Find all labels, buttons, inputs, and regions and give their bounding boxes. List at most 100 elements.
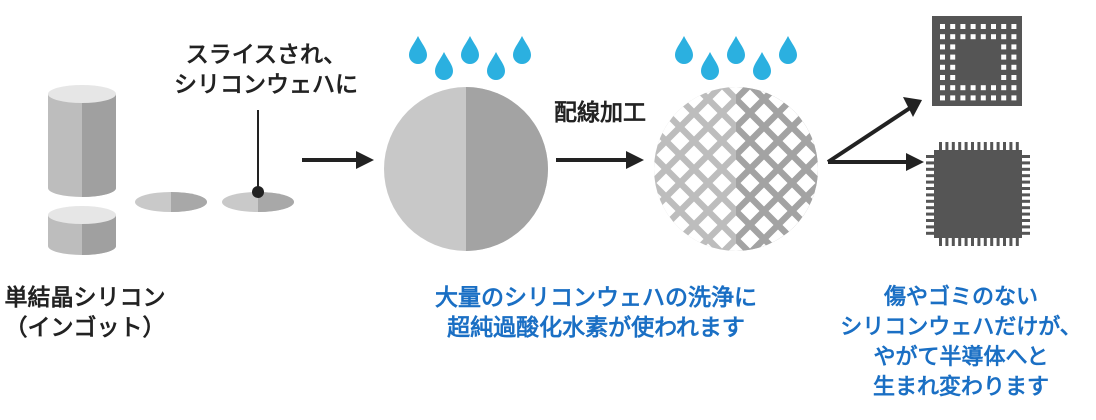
die-pad [991, 24, 996, 29]
wafer-die [654, 87, 662, 95]
chip-pin [926, 167, 936, 171]
wafer-die [782, 87, 802, 95]
chip-pin [926, 231, 936, 235]
wafer-die [698, 159, 718, 179]
chip-pin [1015, 236, 1019, 246]
wafer-die [726, 187, 746, 207]
wafer-die [726, 87, 746, 95]
ingot-icon [48, 85, 116, 255]
wafer-die [712, 117, 732, 137]
wafer-die [825, 202, 844, 221]
die-pad [950, 44, 956, 50]
wafer-die [796, 173, 816, 193]
wafer-die [825, 90, 844, 109]
wafer-die [727, 20, 746, 39]
wafer-die [825, 174, 844, 193]
ingot-label: 単結晶シリコン （インゴット） [4, 285, 166, 341]
wafer-die [726, 243, 746, 251]
wafer-die [839, 216, 858, 235]
wafer-die [587, 160, 606, 179]
wafer-die [825, 118, 844, 137]
wafer-die [740, 145, 760, 165]
wafer-die [839, 188, 858, 207]
die-pad [940, 54, 945, 60]
chip-pin [1020, 167, 1030, 171]
chip-pin [926, 180, 936, 184]
wafer-die [601, 174, 620, 193]
wafer-die [615, 216, 634, 235]
wafer-die [782, 131, 802, 151]
chip-pin [939, 142, 942, 152]
wafer-die [741, 6, 760, 25]
chip-pin [964, 236, 968, 246]
wafer-die [670, 187, 690, 207]
chip-pin [983, 142, 987, 152]
wafer-die [684, 173, 704, 193]
wafer-die [782, 187, 802, 207]
wiring-label: 配線加工 [554, 100, 646, 126]
wafer-die [867, 188, 886, 207]
chip-pin [1020, 193, 1030, 197]
die-pad [950, 24, 956, 29]
chip-pin [926, 206, 936, 210]
die-pad [940, 34, 945, 40]
die-pad [1011, 24, 1017, 29]
wafer-icon [384, 87, 548, 251]
wafer-die [768, 173, 788, 193]
wafer-die [727, 0, 746, 11]
die-pad [1001, 34, 1007, 40]
wafer-die [684, 145, 704, 165]
die-pad [980, 24, 986, 29]
chip-pin [1020, 155, 1030, 158]
wafer-die [713, 258, 732, 277]
wafer-die [810, 243, 818, 251]
wafer-die [654, 243, 662, 251]
wafer-die [670, 87, 690, 95]
chip-pin [945, 142, 949, 152]
die-pad [1001, 75, 1007, 80]
die-pad [950, 64, 956, 70]
chip-pin [926, 199, 936, 203]
wafer-die [670, 243, 690, 251]
wafer-die [796, 229, 816, 249]
chip-pin [951, 142, 955, 152]
chip-pin [990, 236, 994, 246]
chip-pin [951, 236, 955, 246]
die-pad [1011, 34, 1017, 40]
chip-pin [983, 236, 987, 246]
wafer-die [629, 230, 648, 249]
wafer-die [726, 103, 746, 123]
wafer-die [754, 215, 774, 235]
chip-pin [996, 236, 1000, 246]
wafer-die [699, 20, 718, 39]
wafer-die [698, 187, 718, 207]
die-pad [991, 95, 996, 101]
die-pad [940, 44, 945, 50]
wafer-die [768, 201, 788, 221]
chip-pin [990, 142, 994, 152]
chip-pin [1020, 199, 1030, 203]
chip-pin [1020, 225, 1030, 229]
die-pad [950, 34, 956, 40]
wafer-die [726, 215, 746, 235]
die-pad [970, 95, 976, 101]
wafer-die [685, 62, 704, 81]
wafer-slice-icon [135, 192, 294, 212]
wafer-die [853, 202, 872, 221]
wafer-die [754, 103, 774, 123]
wafer-die [782, 243, 802, 251]
wafer-die [587, 132, 606, 151]
chip-pin [945, 236, 949, 246]
wafer-die [684, 201, 704, 221]
chip-pin [926, 212, 936, 216]
wafer-die [657, 62, 676, 81]
wafer-die [768, 145, 788, 165]
chip-pin [1020, 187, 1030, 190]
chip-pin [1020, 174, 1030, 178]
wafer-die [797, 62, 816, 81]
wafer-die [754, 187, 774, 207]
wafer-die [740, 173, 760, 193]
die-pad [991, 85, 996, 91]
die-pad [960, 95, 966, 101]
